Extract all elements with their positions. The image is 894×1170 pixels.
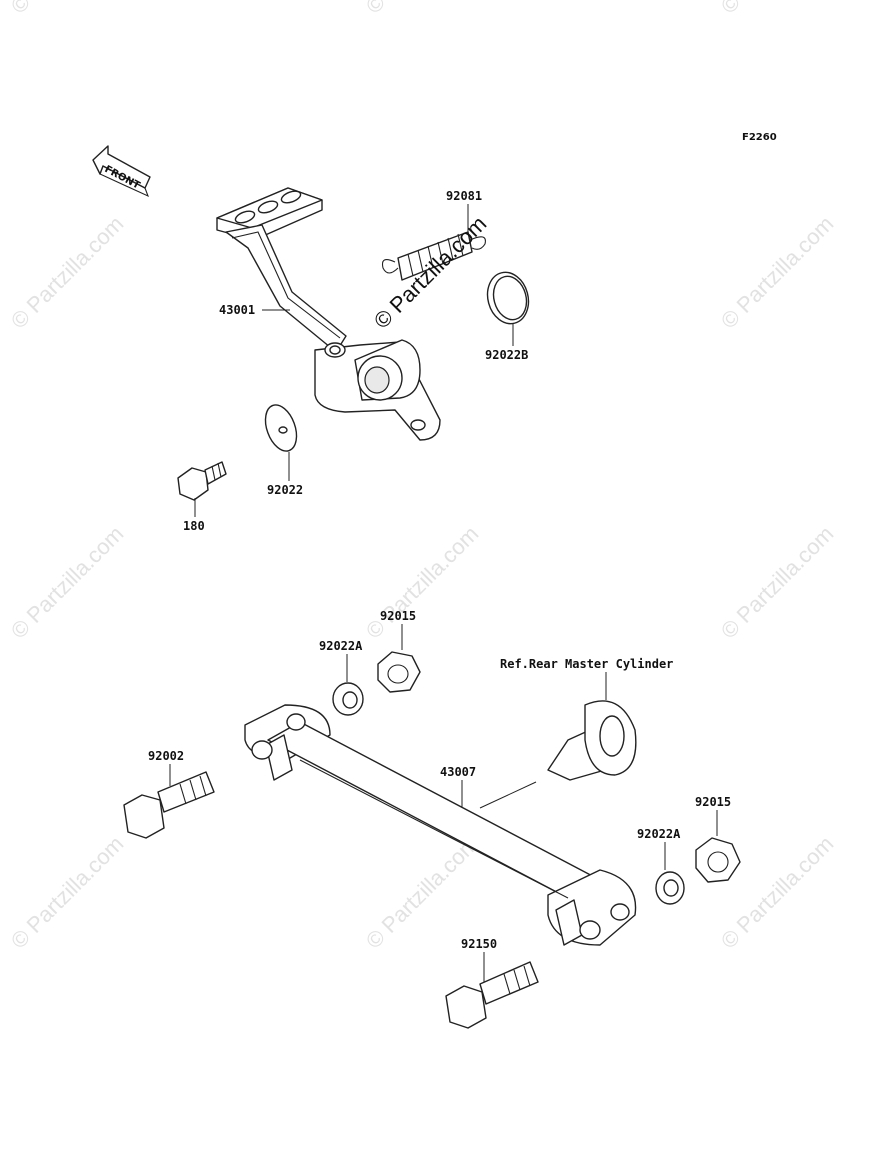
return-spring bbox=[381, 231, 486, 281]
watermark: © Partzilla.com bbox=[716, 521, 839, 644]
watermark: © Partzilla.com bbox=[716, 211, 839, 334]
callout-92015-right: 92015 bbox=[695, 795, 731, 809]
bolt-92002 bbox=[123, 771, 215, 839]
callout-180: 180 bbox=[183, 519, 205, 533]
washer-92022a-top bbox=[332, 682, 364, 716]
nut-92015-top bbox=[377, 651, 421, 693]
washer-92022 bbox=[264, 404, 298, 452]
washer-92022b bbox=[486, 271, 530, 325]
bolt-92150 bbox=[445, 961, 539, 1029]
callout-92022b: 92022B bbox=[485, 348, 528, 362]
nut-92015-right bbox=[695, 837, 741, 883]
callout-92022a-right: 92022A bbox=[637, 827, 681, 841]
master-cylinder-clevis bbox=[547, 700, 637, 781]
callout-43001: 43001 bbox=[219, 303, 255, 317]
watermark: © Partzilla.com bbox=[716, 0, 839, 19]
callout-92015-top: 92015 bbox=[380, 609, 416, 623]
figure-code: F2260 bbox=[742, 132, 777, 143]
callout-92150: 92150 bbox=[461, 937, 497, 951]
callout-92022: 92022 bbox=[267, 483, 303, 497]
watermark: © Partzilla.com bbox=[361, 521, 484, 644]
watermark: © Partzilla.com bbox=[361, 0, 484, 19]
callout-92081: 92081 bbox=[446, 189, 482, 203]
ref-master-cylinder: Ref.Rear Master Cylinder bbox=[500, 657, 673, 671]
brake-rod-43007 bbox=[244, 704, 637, 946]
callout-43007: 43007 bbox=[440, 765, 476, 779]
watermark: © Partzilla.com bbox=[361, 831, 484, 954]
callout-92022a-top: 92022A bbox=[319, 639, 363, 653]
brake-pedal bbox=[216, 187, 441, 441]
front-arrow-icon: FRONT bbox=[92, 145, 151, 198]
watermark: © Partzilla.com bbox=[6, 0, 129, 19]
watermark: © Partzilla.com bbox=[6, 521, 129, 644]
callout-92002: 92002 bbox=[148, 749, 184, 763]
washer-92022a-right bbox=[655, 871, 685, 905]
watermark: © Partzilla.com bbox=[6, 211, 129, 334]
watermark: © Partzilla.com bbox=[6, 831, 129, 954]
bolt-180 bbox=[177, 461, 227, 501]
